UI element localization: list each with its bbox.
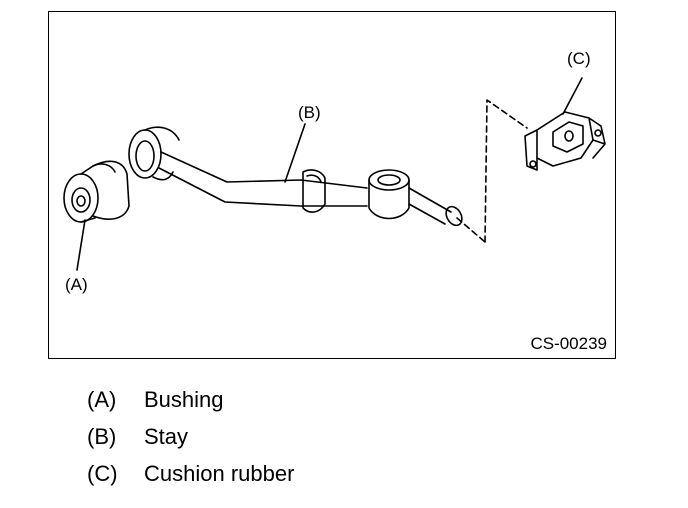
illustration-drawing: [63, 77, 606, 271]
legend-key: (B): [87, 424, 117, 449]
callout-b: (B): [298, 103, 321, 122]
legend-item: (C) Cushion rubber: [87, 460, 507, 497]
legend-label: Stay: [144, 424, 189, 449]
legend-item: (A) Bushing: [87, 386, 507, 423]
legend-label: Bushing: [144, 387, 224, 412]
callout-c: (C): [567, 49, 591, 68]
installation-line: [456, 99, 528, 243]
leader-line-c: [562, 77, 583, 115]
parts-legend: (A) Bushing (B) Stay (C) Cushion rubber: [87, 386, 507, 497]
legend-item: (B) Stay: [87, 423, 507, 460]
legend-key: (A): [87, 387, 117, 412]
bushing-drawing: [63, 160, 130, 223]
leader-line-b: [284, 123, 306, 183]
legend-key: (C): [87, 461, 118, 486]
stay-drawing: [128, 126, 463, 227]
leader-line-a: [76, 219, 86, 271]
figure-code: CS-00239: [530, 334, 607, 353]
parts-illustration: (A) (B) (C) CS-00239: [48, 11, 616, 359]
callout-a: (A): [65, 275, 88, 294]
legend-label: Cushion rubber: [144, 461, 295, 486]
cushion-rubber-drawing: [524, 111, 606, 171]
